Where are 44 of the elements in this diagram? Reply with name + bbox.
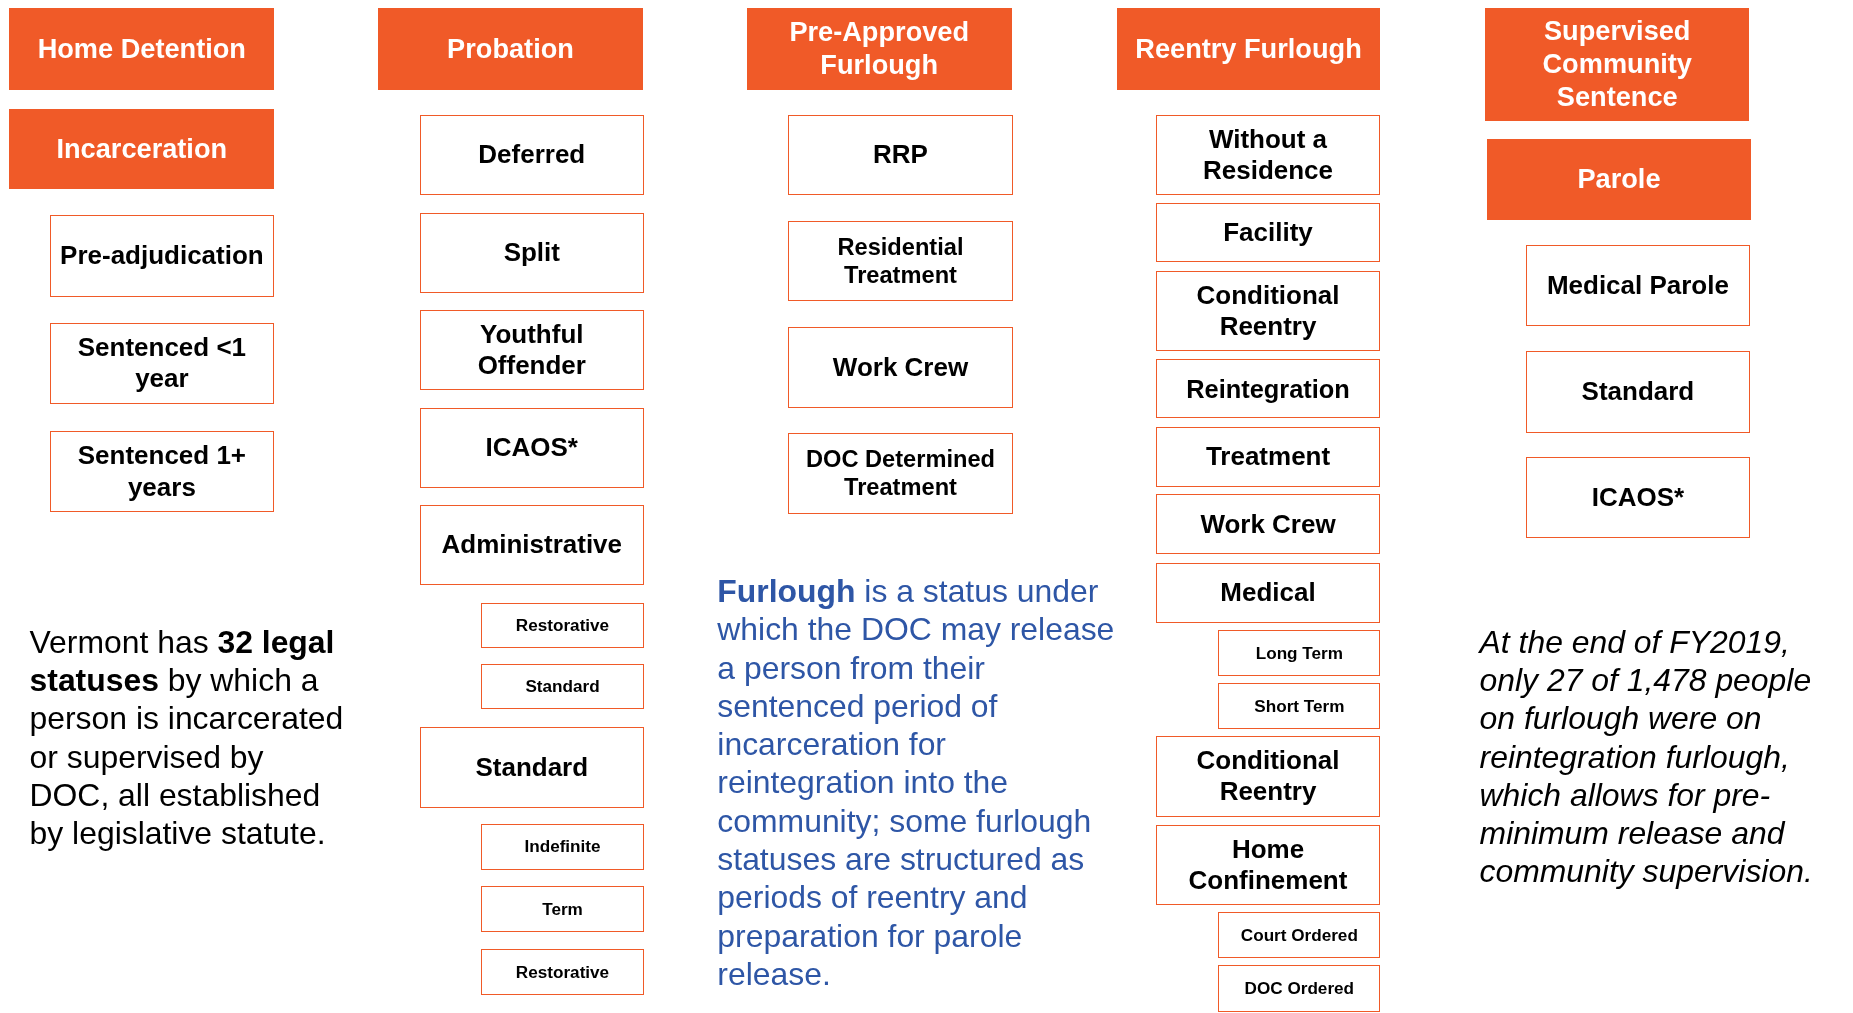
- substatus-box: Standard: [480, 664, 645, 710]
- status-box: Administrative: [419, 504, 645, 585]
- category-header: Parole: [1486, 139, 1752, 220]
- status-box: Residential Treatment: [788, 221, 1013, 302]
- substatus-box: Restorative: [480, 948, 645, 996]
- status-box: Deferred: [419, 114, 645, 195]
- substatus-box: Indefinite: [480, 823, 645, 870]
- status-box: ICAOS*: [1525, 457, 1751, 538]
- status-box: Conditional Reentry: [1155, 736, 1381, 817]
- status-box: Medical: [1155, 562, 1381, 623]
- status-box: Home Confinement: [1155, 824, 1381, 906]
- status-box: Conditional Reentry: [1155, 270, 1381, 351]
- category-header: Pre-Approved Furlough: [746, 8, 1012, 90]
- category-header: Probation: [378, 8, 643, 90]
- status-box: Pre-adjudication: [49, 215, 275, 297]
- status-box: Split: [419, 212, 645, 294]
- status-box: Youthful Offender: [419, 309, 645, 390]
- status-box: Work Crew: [1155, 493, 1381, 555]
- status-box: Without a Residence: [1155, 114, 1381, 195]
- substatus-box: Short Term: [1218, 683, 1381, 730]
- status-box: Sentenced 1+ years: [49, 431, 275, 512]
- status-box: Sentenced <1 year: [49, 322, 275, 405]
- status-box: Medical Parole: [1525, 244, 1751, 327]
- status-box: Work Crew: [788, 327, 1013, 408]
- category-header: Home Detention: [9, 8, 275, 90]
- note-text: At the end of FY2019, only 27 of 1,478 people on furlough were on reintegration furlough, which allows for pre-minimum release and community supervision.: [1479, 622, 1814, 891]
- status-box: DOC Determined Treatment: [788, 432, 1013, 515]
- status-box: ICAOS*: [419, 407, 645, 489]
- substatus-box: DOC Ordered: [1218, 965, 1381, 1012]
- category-header: Incarceration: [9, 108, 275, 190]
- status-box: Facility: [1155, 203, 1381, 263]
- status-box: Treatment: [1155, 426, 1381, 487]
- status-box: Standard: [419, 726, 645, 809]
- status-box: Standard: [1525, 350, 1751, 433]
- substatus-box: Long Term: [1218, 629, 1381, 676]
- status-box: Reintegration: [1155, 359, 1381, 419]
- note-text: Vermont has 32 legal statuses by which a person is incarcerated or supervised by DOC, all established by legislative statute.: [29, 622, 345, 853]
- category-header: Reentry Furlough: [1116, 8, 1381, 90]
- category-header: Supervised Community Sentence: [1485, 8, 1749, 121]
- substatus-box: Restorative: [480, 602, 645, 648]
- definition-text: Furlough is a status under which the DOC may release a person from their sentenced period of incarceration for reintegration into the community; some furlough statuses are structured as periods of reentry and preparation for parole release.: [717, 571, 1116, 994]
- substatus-box: Court Ordered: [1218, 912, 1381, 959]
- status-box: RRP: [788, 114, 1013, 195]
- substatus-box: Term: [480, 886, 645, 933]
